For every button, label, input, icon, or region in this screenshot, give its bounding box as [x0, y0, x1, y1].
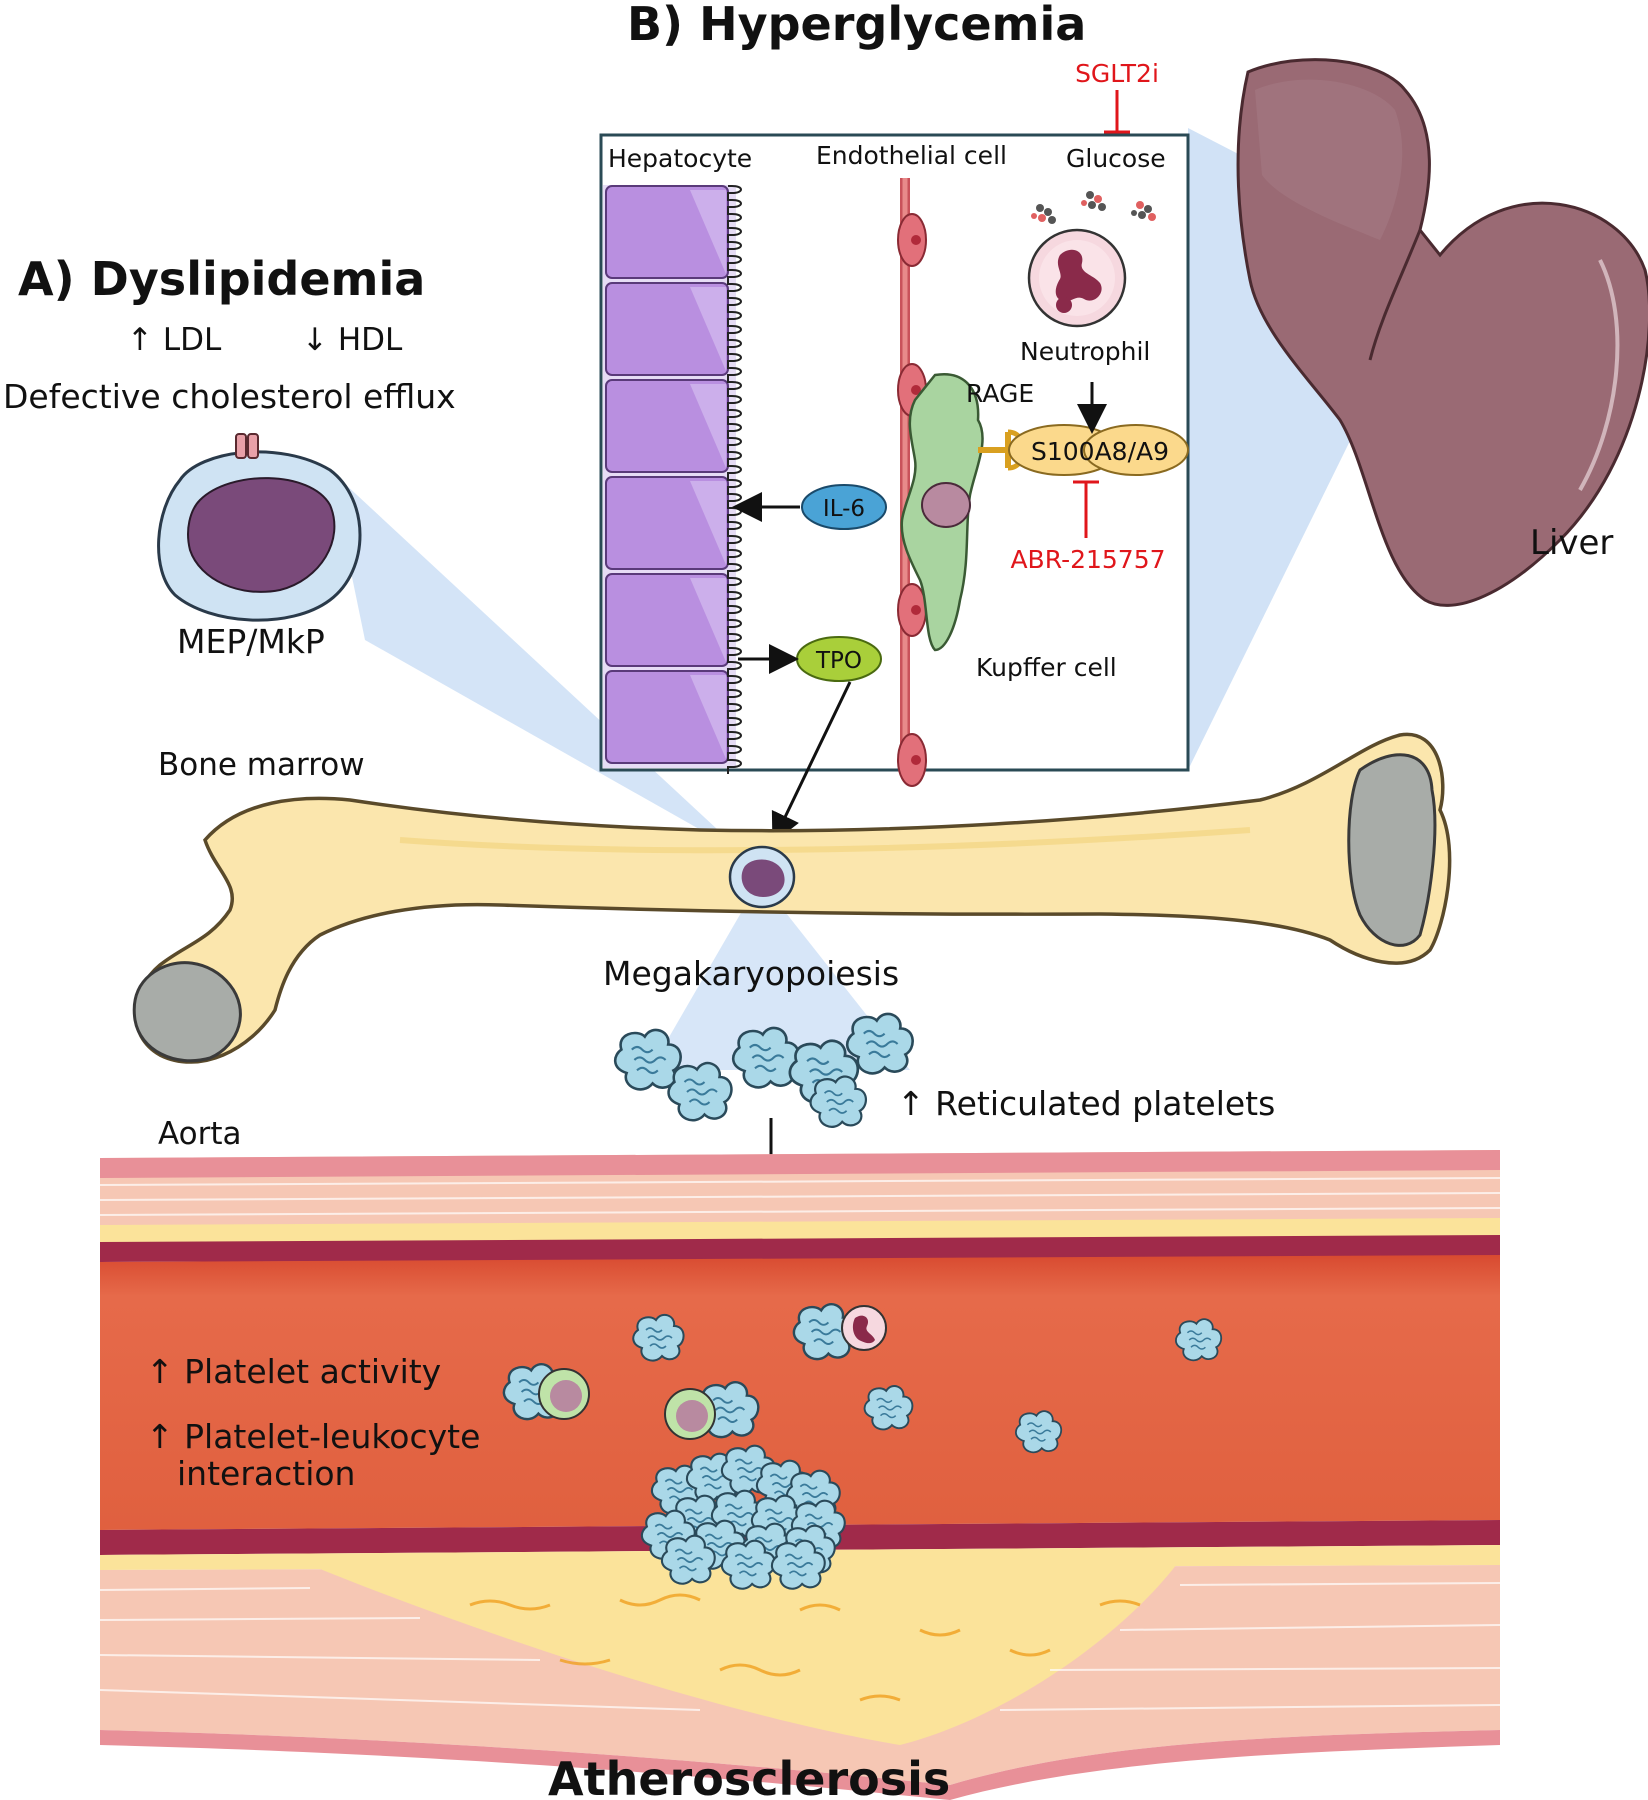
hepatocyte-highlight	[690, 675, 726, 759]
aorta-vessel	[99, 1150, 1501, 1800]
ldl-label: ↑ LDL	[127, 322, 222, 358]
reticulated-platelet	[613, 1028, 682, 1091]
reticulated-platelets-cluster	[613, 1012, 914, 1128]
hepatocyte-highlight	[690, 190, 726, 274]
neutrophil-label: Neutrophil	[1020, 337, 1150, 366]
hepatocyte-highlight	[690, 578, 726, 662]
aorta-label: Aorta	[158, 1116, 242, 1152]
megakaryocyte-in-bone	[728, 845, 796, 909]
circulating-platelet	[1015, 1410, 1063, 1454]
il6-molecule	[801, 484, 887, 530]
reticulated-platelet	[809, 1075, 867, 1128]
neutrophil-cell	[1027, 228, 1127, 328]
circulating-platelet	[1175, 1318, 1223, 1362]
thrombus-platelet	[660, 1534, 716, 1585]
hepatocyte-highlight	[690, 481, 726, 565]
title-hyperglycemia: B) Hyperglycemia	[627, 0, 1086, 51]
bone-marrow-label: Bone marrow	[158, 747, 365, 783]
leukocyte-neutrophil-in-lumen	[841, 1305, 887, 1351]
hdl-label: ↓ HDL	[302, 322, 403, 358]
platelet-leukocyte-label-line2: interaction	[177, 1454, 355, 1493]
endothelial-nucleolus	[911, 235, 921, 245]
leukocyte-monocyte-left	[538, 1368, 590, 1420]
inset-panel: Hepatocyte Endothelial cell Glucose Neut…	[599, 90, 1190, 787]
endothelial-nucleolus	[911, 605, 921, 615]
title-dyslipidemia: A) Dyslipidemia	[18, 252, 425, 306]
il6-label: IL-6	[823, 496, 865, 522]
hepatocyte-cell	[605, 282, 729, 376]
endothelial-nucleolus	[911, 385, 921, 395]
mep-mkp-cell	[157, 433, 362, 622]
megakaryopoiesis-label: Megakaryopoiesis	[603, 954, 899, 993]
endothelial-label: Endothelial cell	[816, 141, 1007, 170]
hepatocyte-highlight	[690, 384, 726, 468]
circulating-platelet	[632, 1313, 685, 1362]
femur-bone	[132, 732, 1452, 1064]
atherosclerosis-title: Atherosclerosis	[548, 1752, 950, 1800]
abr-label: ABR-215757	[1010, 545, 1165, 574]
glucose-label: Glucose	[1066, 144, 1166, 173]
circulating-platelet	[863, 1385, 914, 1431]
mep-mkp-label: MEP/MkP	[177, 622, 325, 661]
abr-inhibition	[1073, 480, 1099, 538]
thrombus-platelet	[770, 1539, 826, 1590]
endothelial-wall	[897, 178, 927, 787]
s100a8-a9-label: S100A8/A9	[1031, 437, 1169, 466]
liver-illustration	[1236, 58, 1648, 607]
sglt2i-inhibition	[1104, 90, 1130, 134]
kupffer-label: Kupffer cell	[976, 653, 1117, 682]
platelets-in-lumen	[502, 1303, 1223, 1590]
leukocyte-monocyte-center	[664, 1388, 716, 1440]
hepatocyte-highlight	[690, 287, 726, 371]
reticulated-platelet	[845, 1012, 914, 1075]
hepatocyte-cell	[605, 379, 729, 473]
reticulated-platelets-label: ↑ Reticulated platelets	[897, 1084, 1275, 1123]
hepatocyte-label: Hepatocyte	[608, 144, 752, 173]
platelet-leukocyte-label-line1: ↑ Platelet-leukocyte	[146, 1417, 480, 1456]
glucose-molecules	[1031, 191, 1156, 224]
hepatocyte-cell	[605, 185, 729, 279]
tpo-label: TPO	[815, 648, 862, 674]
s100a8-a9-complex	[1008, 424, 1189, 476]
zoom-cone-bone-to-platelets	[650, 880, 910, 1070]
thrombus-platelet	[720, 1539, 776, 1590]
tpo-to-bone-marrow-arrow	[771, 681, 852, 844]
hepatocyte-microvilli	[727, 185, 742, 774]
liver-label: Liver	[1530, 523, 1613, 563]
platelet-activity-label: ↑ Platelet activity	[146, 1352, 441, 1391]
cholesterol-efflux-label: Defective cholesterol efflux	[3, 377, 456, 416]
rage-label: RAGE	[966, 379, 1034, 408]
hepatocyte-column	[603, 185, 742, 774]
reticulated-platelet	[667, 1061, 733, 1122]
endothelial-nucleolus	[911, 755, 921, 765]
sglt2i-label: SGLT2i	[1075, 59, 1159, 88]
kupffer-cell	[900, 372, 984, 652]
